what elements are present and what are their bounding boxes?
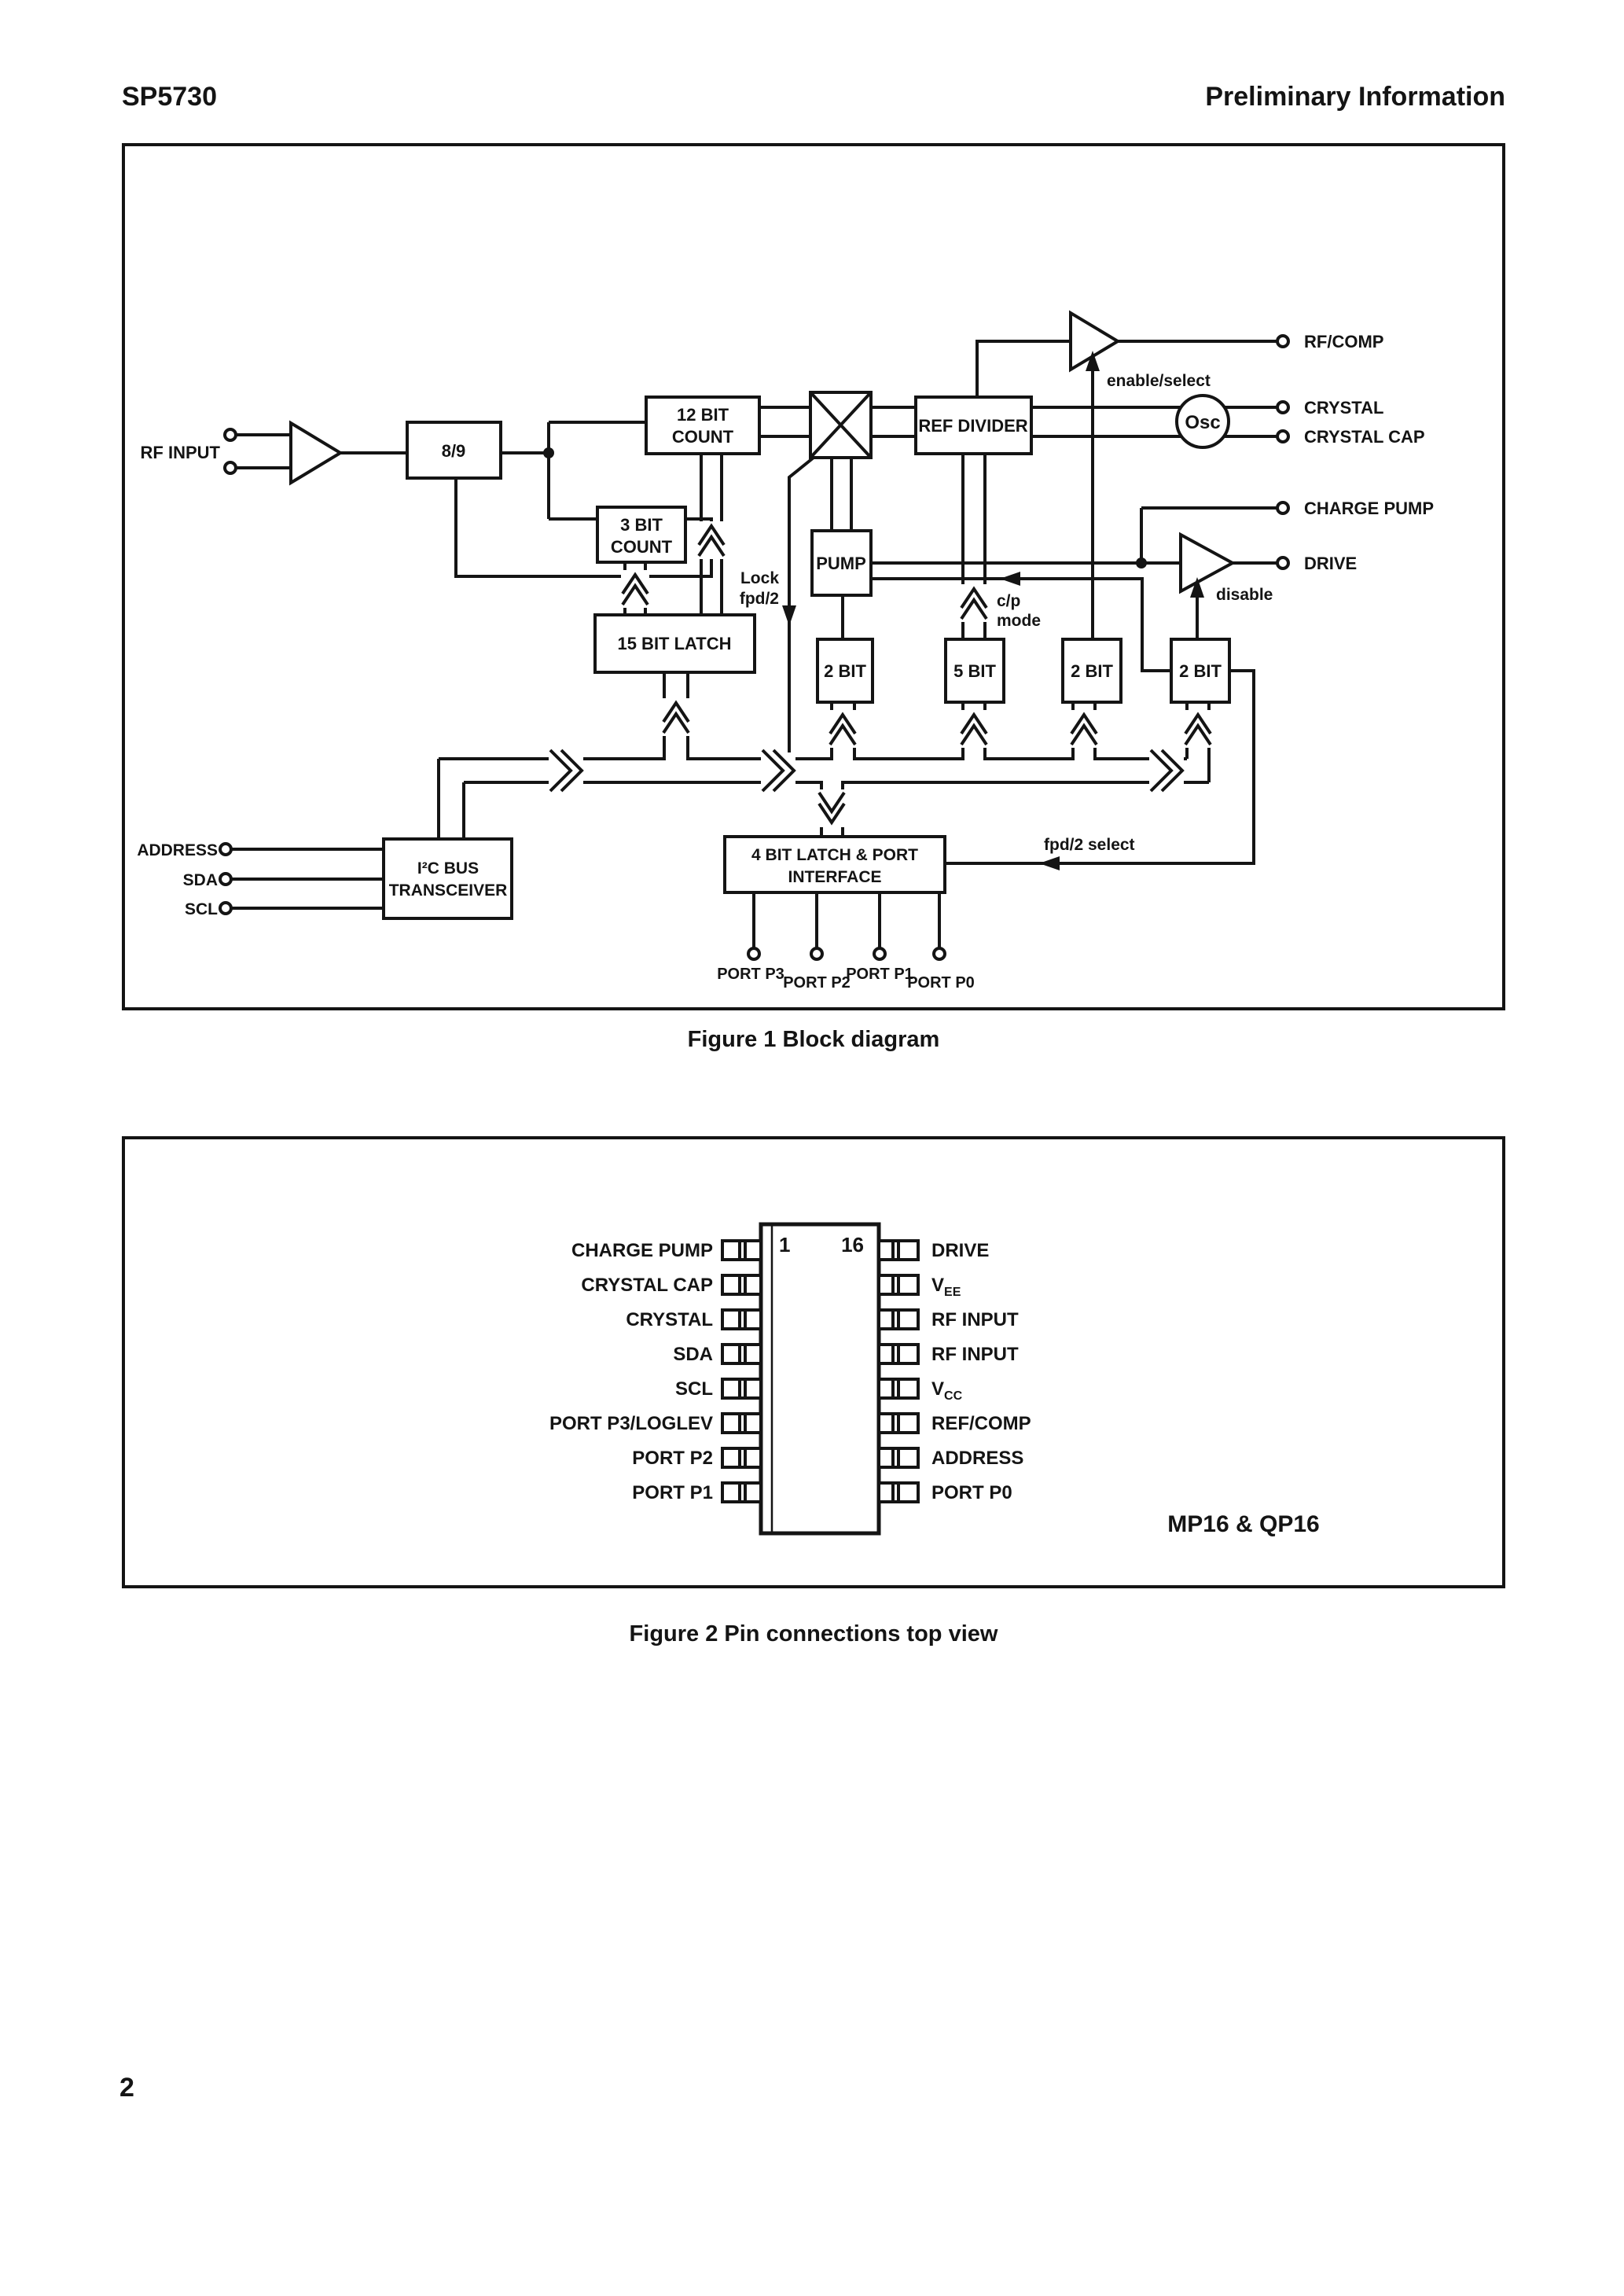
i2c-label-2: TRANSCEIVER bbox=[389, 881, 508, 900]
pump-block bbox=[810, 529, 873, 597]
pump-label: PUMP bbox=[816, 554, 866, 573]
counter3-label-2: COUNT bbox=[611, 537, 673, 557]
counter3-block bbox=[596, 506, 687, 564]
pin-row: CHARGE PUMP DRIVE bbox=[571, 1239, 989, 1261]
figure1-caption: Figure 1 Block diagram bbox=[687, 1027, 940, 1052]
counter12-label-1: 12 BIT bbox=[677, 405, 729, 425]
ref-divider-label: REF DIVIDER bbox=[918, 416, 1027, 436]
enable-select-label: enable/select bbox=[1107, 372, 1211, 390]
pipe-down-chevron-icon bbox=[818, 789, 846, 827]
pin-label-left-2: CRYSTAL CAP bbox=[581, 1275, 713, 1296]
pin-label-right-9: PORT P0 bbox=[931, 1482, 1012, 1503]
lock-label-2: fpd/2 bbox=[740, 590, 779, 608]
cp-mode-label-2: mode bbox=[997, 612, 1041, 630]
port-p2-label: PORT P2 bbox=[783, 974, 851, 992]
scl-label: SCL bbox=[185, 900, 218, 918]
charge-pump-label: CHARGE PUMP bbox=[1304, 499, 1434, 518]
mixer-icon bbox=[809, 391, 873, 459]
block-diagram: RF INPUT 8/9 12 BIT COUNT 3 BIT COUNT RE… bbox=[122, 143, 1505, 1010]
pin-label-right-15: VEE bbox=[931, 1275, 961, 1299]
pin-label-right-13: RF INPUT bbox=[931, 1344, 1019, 1365]
terminal-circles bbox=[219, 334, 1290, 961]
pin-label-left-8: PORT P1 bbox=[632, 1482, 713, 1503]
oscillator-icon bbox=[1175, 394, 1230, 449]
arrowheads bbox=[782, 351, 1204, 870]
pin-label-left-7: PORT P2 bbox=[632, 1448, 713, 1469]
fpd2-select-label: fpd/2 select bbox=[1044, 836, 1135, 854]
address-label: ADDRESS bbox=[137, 841, 218, 859]
pin-row: CRYSTAL RF INPUT bbox=[626, 1308, 1019, 1330]
disable-label: disable bbox=[1216, 586, 1273, 604]
ic-body bbox=[759, 1222, 881, 1536]
amplifier-icon bbox=[289, 420, 344, 486]
pin-row: SCL VCC bbox=[675, 1378, 963, 1403]
latch4-block bbox=[723, 835, 946, 894]
bus-gaps bbox=[549, 752, 1184, 789]
pipe-up-chevron-icons bbox=[621, 521, 1212, 748]
sda-label: SDA bbox=[183, 871, 218, 889]
pin-label-left-5: SCL bbox=[675, 1378, 713, 1400]
lock-label-1: Lock bbox=[740, 569, 779, 587]
pin-label-right-16: DRIVE bbox=[931, 1240, 989, 1261]
figure2-caption: Figure 2 Pin connections top view bbox=[629, 1621, 998, 1647]
header-status: Preliminary Information bbox=[1205, 82, 1505, 112]
latch2b-block bbox=[1061, 638, 1122, 704]
pin-label-right-11: REF/COMP bbox=[931, 1413, 1031, 1434]
prescaler-block bbox=[406, 421, 502, 480]
port-p1-label: PORT P1 bbox=[846, 966, 913, 983]
pin-row: PORT P1 PORT P0 bbox=[632, 1481, 1012, 1503]
pin-row: PORT P3/LOGLEV REF/COMP bbox=[549, 1412, 1031, 1434]
drive-amplifier-icon bbox=[1179, 532, 1236, 594]
latch2c-label: 2 BIT bbox=[1179, 661, 1222, 681]
pin-row: SDA RF INPUT bbox=[673, 1343, 1019, 1365]
pin-row: CRYSTAL CAP VEE bbox=[581, 1274, 961, 1299]
i2c-label-1: I²C BUS bbox=[417, 859, 479, 878]
drive-label: DRIVE bbox=[1304, 554, 1357, 573]
cp-mode-label-1: c/p bbox=[997, 592, 1020, 610]
ref-divider-block bbox=[914, 396, 1033, 455]
pin-number-first: 1 bbox=[779, 1233, 790, 1257]
osc-label: Osc bbox=[1185, 412, 1220, 433]
rf-comp-label: RF/COMP bbox=[1304, 332, 1383, 351]
pin-label-left-4: SDA bbox=[673, 1344, 713, 1365]
counter12-label-2: COUNT bbox=[672, 427, 734, 447]
pin-label-left-3: CRYSTAL bbox=[626, 1309, 713, 1330]
port-p3-label: PORT P3 bbox=[717, 966, 784, 983]
latch5-block bbox=[944, 638, 1005, 704]
counter3-label-1: 3 BIT bbox=[620, 515, 663, 535]
latch2c-block bbox=[1170, 638, 1231, 704]
page-number: 2 bbox=[119, 2073, 134, 2103]
package-label: MP16 & QP16 bbox=[1167, 1511, 1319, 1537]
latch15-label: 15 BIT LATCH bbox=[617, 634, 731, 653]
latch4-label-2: INTERFACE bbox=[788, 868, 881, 886]
figure1-border bbox=[122, 143, 1505, 1010]
crystal-cap-label: CRYSTAL CAP bbox=[1304, 427, 1425, 447]
pin-label-right-12: VCC bbox=[931, 1378, 963, 1403]
port-p0-label: PORT P0 bbox=[907, 974, 975, 992]
pin-label-right-10: ADDRESS bbox=[931, 1448, 1023, 1469]
pin-number-last: 16 bbox=[841, 1233, 864, 1257]
crystal-label: CRYSTAL bbox=[1304, 398, 1383, 418]
pin-connections-diagram: 1 16 CHARGE PUMP DRIVE CRYSTAL CAP VEE C… bbox=[122, 1136, 1505, 1588]
bus-flow-chevron-icons bbox=[549, 749, 1185, 793]
rf-input-label: RF INPUT bbox=[141, 443, 221, 462]
latch2a-label: 2 BIT bbox=[824, 661, 866, 681]
counter12-block bbox=[645, 396, 761, 455]
pin-label-left-1: CHARGE PUMP bbox=[571, 1240, 713, 1261]
figure2-border bbox=[122, 1136, 1505, 1588]
latch2b-label: 2 BIT bbox=[1071, 661, 1113, 681]
latch15-block bbox=[593, 613, 756, 674]
latch2a-block bbox=[816, 638, 874, 704]
latch5-label: 5 BIT bbox=[953, 661, 996, 681]
prescaler-label: 8/9 bbox=[442, 441, 466, 461]
pin-label-right-14: RF INPUT bbox=[931, 1309, 1019, 1330]
pin-label-left-6: PORT P3/LOGLEV bbox=[549, 1413, 713, 1434]
pin-row: PORT P2 ADDRESS bbox=[632, 1447, 1023, 1469]
latch4-label-1: 4 BIT LATCH & PORT bbox=[751, 846, 918, 864]
i2c-block bbox=[382, 837, 513, 920]
junction-dots bbox=[543, 447, 1147, 568]
part-number: SP5730 bbox=[122, 82, 217, 112]
